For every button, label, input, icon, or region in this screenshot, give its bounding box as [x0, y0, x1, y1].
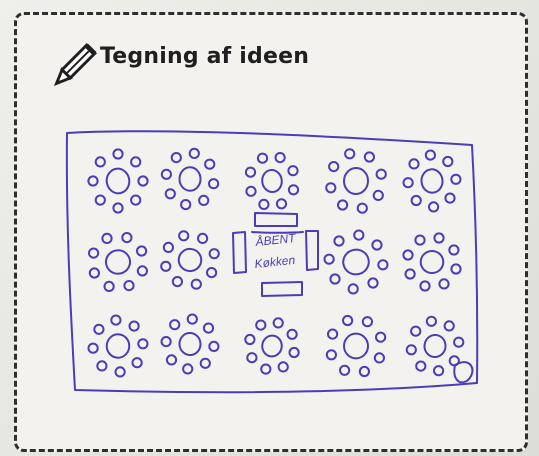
- page-title: Tegning af ideen: [100, 44, 310, 69]
- pencil-icon: [53, 43, 97, 87]
